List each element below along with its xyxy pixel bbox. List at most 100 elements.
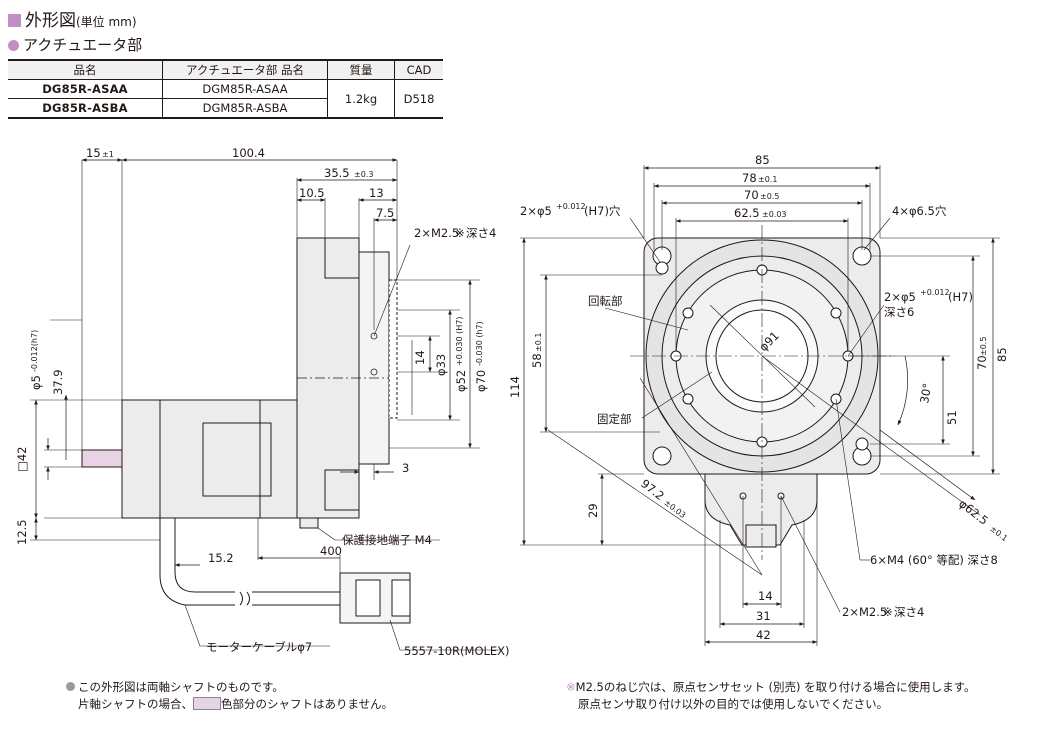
- shaft-rear: [81, 449, 123, 468]
- note-left-line2b: 色部分のシャフトはありません。: [221, 697, 394, 711]
- dim-400: 400: [320, 544, 342, 558]
- note-left-line2a: 片軸シャフトの場合、: [78, 697, 193, 711]
- dim-phi62-5-tol: ±0.1: [988, 524, 1009, 543]
- dim-14-bottom: 14: [758, 589, 773, 603]
- dim-phi5: φ5: [29, 375, 43, 390]
- dim-15: 15: [86, 146, 101, 160]
- dim-angle: 30°: [917, 382, 934, 405]
- col-header-cad: CAD: [394, 59, 443, 80]
- depth6-label: 深さ6: [884, 305, 914, 319]
- m25-front-depth: 深さ4: [894, 605, 924, 619]
- dim-15-tol: ±1: [102, 150, 114, 159]
- dim-15-2: 15.2: [208, 551, 234, 565]
- dim-58: 58: [530, 353, 544, 368]
- hole-h7-right-tol: +0.012: [920, 288, 950, 297]
- dim-62-5: 62.5: [734, 206, 760, 220]
- dim-35-5-tol: ±0.3: [354, 170, 373, 179]
- dim-phi70-tol: -0.030 (h7): [475, 321, 484, 366]
- dim-35-5: 35.5: [324, 166, 350, 180]
- m4-label: 6×M4 (60° 等配) 深さ8: [870, 553, 998, 567]
- dim-42: 42: [756, 628, 771, 642]
- table-header-row: 品名 アクチュエータ部 品名 質量 CAD: [8, 59, 443, 80]
- dim-58-tol: ±0.1: [534, 333, 543, 352]
- dim-97-2-tol: ±0.03: [662, 498, 687, 520]
- bullet-dot-icon: [8, 40, 19, 51]
- dim-85-vertical: 85: [995, 347, 1009, 362]
- dim-3: 3: [402, 461, 409, 475]
- hole-h7-label: 2×φ5: [520, 204, 552, 218]
- dim-70-tol: ±0.5: [760, 192, 779, 201]
- note-left: この外形図は両軸シャフトのものです。 片軸シャフトの場合、 色部分のシャフトはあり…: [66, 679, 393, 713]
- dim-phi5-tol: -0.012(h7): [30, 330, 39, 372]
- dim-70-vertical-tol: ±0.5: [979, 337, 988, 356]
- side-view: [30, 158, 500, 651]
- cable-label: モーターケーブルφ7: [206, 640, 312, 654]
- dim-29: 29: [586, 503, 600, 518]
- front-view: [520, 165, 1000, 646]
- motor-tab: [704, 473, 818, 546]
- dim-78: 78: [742, 171, 757, 185]
- m25-depth-label: 深さ4: [466, 226, 496, 240]
- note-asterisk: ※: [566, 680, 576, 694]
- dim-114: 114: [508, 376, 522, 398]
- spec-table: 品名 アクチュエータ部 品名 質量 CAD DG85R-ASAA DGM85R-…: [8, 59, 443, 119]
- m25-front-asterisk: ※: [883, 605, 893, 619]
- note-right-line2: 原点センサ取り付け以外の目的では使用しないでください。: [578, 697, 889, 711]
- hole-h7-right-label: 2×φ5: [884, 290, 916, 304]
- fixed-label: 固定部: [597, 412, 632, 426]
- dim-phi52-tol: +0.030 (H7): [455, 317, 464, 367]
- dim-70-vertical: 70: [975, 355, 989, 370]
- dim-phi62-5: φ62.5: [956, 496, 991, 527]
- m25-label: 2×M2.5: [414, 226, 459, 240]
- shaft-color-swatch: [193, 697, 221, 710]
- hole-h7-suffix: (H7)穴: [584, 204, 621, 218]
- col-header-actuator: アクチュエータ部 品名: [162, 59, 328, 80]
- dim-97-2: 97.2: [638, 476, 667, 503]
- cell-mass: 1.2kg: [327, 79, 395, 119]
- col-header-name: 品名: [8, 59, 163, 80]
- hole-h7-tol: +0.012: [556, 202, 586, 211]
- ground-terminal-label: 保護接地端子 M4: [342, 533, 432, 547]
- dim-phi33: φ33: [434, 354, 448, 376]
- m25-front-label: 2×M2.5: [842, 605, 887, 619]
- dim-10-5: 10.5: [299, 186, 325, 200]
- dim-78-tol: ±0.1: [758, 175, 777, 184]
- rotating-label: 回転部: [588, 294, 623, 308]
- table-row: DG85R-ASBA DGM85R-ASBA: [8, 98, 443, 119]
- dim-sq42: □42: [15, 447, 29, 473]
- cell-product-name: DG85R-ASBA: [8, 98, 163, 119]
- cell-cad: D518: [394, 79, 443, 119]
- hole-h7-right-suffix: (H7): [948, 290, 973, 304]
- unit-label: (単位 mm): [76, 15, 137, 29]
- dim-13: 13: [369, 186, 384, 200]
- title-square-icon: [8, 14, 21, 27]
- section-subtitle: アクチュエータ部: [8, 34, 142, 55]
- dim-7-5: 7.5: [376, 206, 394, 220]
- dim-37-9: 37.9: [51, 369, 65, 395]
- dim-31: 31: [756, 609, 771, 623]
- dim-100-4: 100.4: [232, 146, 265, 160]
- dim-phi70: φ70: [474, 370, 488, 392]
- dim-phi52: φ52: [454, 370, 468, 392]
- dim-70: 70: [744, 188, 759, 202]
- note-right-line1: M2.5のねじ穴は、原点センサセット (別売) を取り付ける場合に使用します。: [575, 680, 976, 694]
- table-row: DG85R-ASAA DGM85R-ASAA 1.2kg D518: [8, 79, 443, 119]
- cell-product-name: DG85R-ASAA: [8, 79, 163, 99]
- note-left-line1: この外形図は両軸シャフトのものです。: [78, 680, 284, 694]
- cell-actuator-name: DGM85R-ASAA: [162, 79, 328, 99]
- dim-51: 51: [945, 410, 959, 425]
- dim-85: 85: [755, 153, 770, 167]
- cell-actuator-name: DGM85R-ASBA: [162, 98, 328, 119]
- connector-label: 5557-10R(MOLEX): [404, 644, 510, 658]
- page-title: 外形図(単位 mm): [8, 6, 137, 31]
- note-bullet-icon: [66, 682, 75, 691]
- m25-asterisk: ※: [455, 226, 465, 240]
- note-right: ※M2.5のねじ穴は、原点センサセット (別売) を取り付ける場合に使用します。…: [566, 679, 975, 713]
- dim-14: 14: [413, 350, 427, 365]
- col-header-mass: 質量: [327, 59, 395, 80]
- side-view-labels: 15 ±1 100.4 35.5 ±0.3 10.5 13 7.5 2×M2.5…: [15, 146, 510, 658]
- dim-62-5-tol: ±0.03: [762, 210, 787, 219]
- dim-12-5: 12.5: [15, 519, 29, 545]
- hole-65-label: 4×φ6.5穴: [892, 204, 947, 218]
